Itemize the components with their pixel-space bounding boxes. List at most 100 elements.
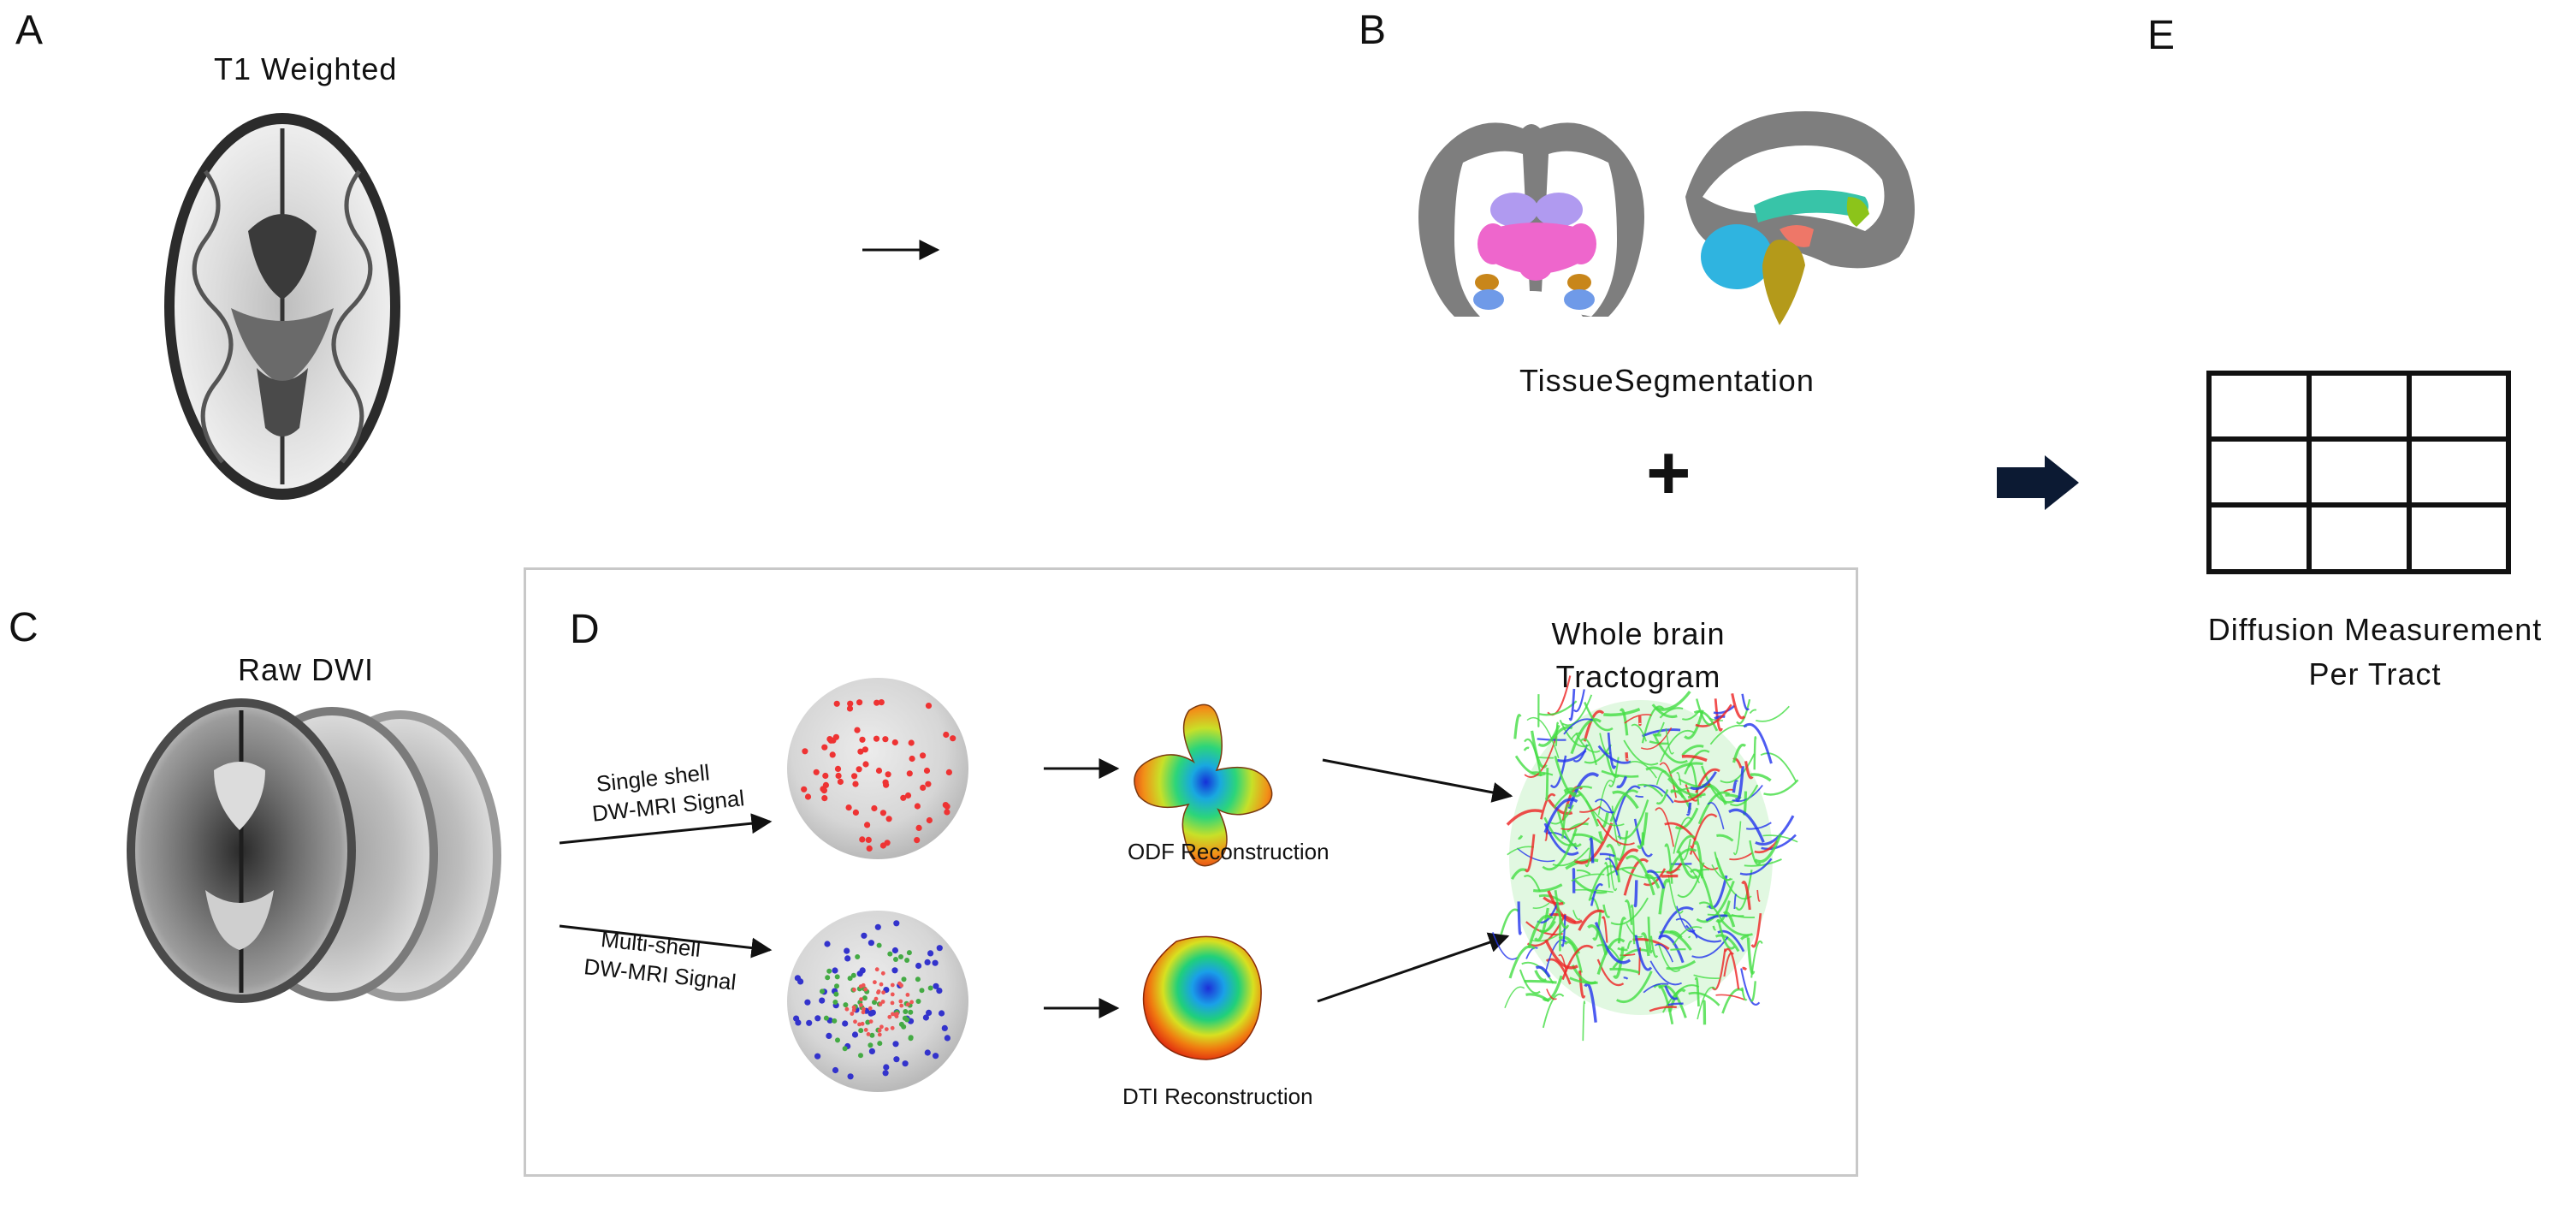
gradient-direction-dot — [832, 967, 838, 974]
gradient-direction-dot — [847, 1073, 854, 1080]
fiber-streamline — [1531, 771, 1554, 776]
fiber-streamline — [1606, 866, 1637, 877]
gradient-direction-dot — [873, 735, 880, 742]
fiber-streamline — [1524, 738, 1543, 777]
gradient-direction-dot — [794, 975, 802, 982]
fiber-streamline — [1690, 771, 1717, 791]
fiber-streamline — [1665, 727, 1674, 755]
fiber-streamline — [1534, 907, 1549, 941]
fiber-streamline — [1735, 870, 1753, 911]
gradient-direction-dot — [909, 755, 915, 763]
gradient-direction-dot — [820, 787, 828, 794]
gradient-direction-dot — [851, 1008, 856, 1012]
fiber-streamline — [1689, 813, 1718, 855]
gradient-direction-dot — [834, 974, 840, 980]
fiber-streamline — [1714, 698, 1723, 732]
gradient-direction-dot — [887, 1014, 892, 1019]
fiber-streamline — [1532, 902, 1550, 910]
panel-letter-b: B — [1359, 8, 1387, 53]
gradient-direction-dot — [842, 1020, 849, 1027]
gradient-direction-dot — [885, 771, 891, 778]
fiber-streamline — [1732, 821, 1742, 856]
gradient-direction-dot — [858, 1053, 863, 1059]
fiber-streamline — [1560, 914, 1566, 947]
gradient-direction-dot — [829, 751, 836, 758]
fiber-streamline — [1740, 968, 1761, 1006]
fiber-streamline — [1651, 703, 1678, 718]
tractogram-title-line-1: Whole brain — [1551, 616, 1726, 651]
fiber-streamline — [1687, 794, 1702, 799]
fiber-streamline — [1717, 918, 1736, 950]
gradient-direction-dot — [880, 971, 885, 976]
fiber-streamline — [1741, 987, 1748, 1001]
gradient-direction-dot — [899, 983, 903, 988]
gradient-direction-dot — [865, 836, 872, 844]
gradient-direction-dot — [881, 990, 885, 995]
fiber-streamline — [1556, 810, 1582, 847]
gradient-direction-dot — [898, 1021, 904, 1027]
gradient-direction-dot — [862, 1006, 866, 1012]
gradient-direction-dot — [832, 1066, 839, 1074]
gradient-direction-dot — [824, 941, 831, 947]
fiber-streamline — [1731, 692, 1746, 720]
fiber-streamline — [1492, 932, 1518, 960]
fiber-streamline — [1596, 959, 1625, 987]
fiber-streamline — [1572, 910, 1581, 921]
gradient-direction-dot — [851, 1031, 859, 1038]
fiber-streamline — [1567, 772, 1600, 810]
fiber-streamline — [1524, 834, 1536, 873]
fiber-streamline — [1573, 689, 1585, 713]
fiber-streamline — [1542, 828, 1578, 871]
t1-weighted-title: T1 Weighted — [214, 51, 398, 86]
fiber-streamline — [1731, 913, 1756, 919]
gradient-direction-dot — [877, 1028, 882, 1033]
gradient-direction-dot — [904, 958, 910, 963]
fiber-streamline — [1754, 834, 1782, 864]
fiber-streamline — [1649, 960, 1682, 986]
gradient-direction-dot — [882, 779, 889, 786]
fiber-streamline — [1514, 755, 1546, 776]
fiber-streamline — [1625, 855, 1655, 896]
fiber-streamline — [1701, 765, 1737, 804]
gradient-direction-dot — [834, 765, 842, 773]
gradient-direction-dot — [820, 988, 825, 994]
fiber-streamline — [1623, 858, 1649, 896]
panel-d-frame — [524, 567, 1858, 1177]
gradient-direction-dot — [908, 1035, 914, 1041]
fiber-streamline — [1658, 935, 1685, 964]
gradient-direction-dot — [890, 992, 895, 997]
fiber-streamline — [1741, 693, 1750, 711]
fiber-streamline — [1755, 815, 1795, 846]
gradient-direction-dot — [890, 1025, 895, 1030]
fiber-streamline — [1598, 831, 1605, 841]
fiber-streamline — [1555, 721, 1559, 746]
fiber-streamline — [1573, 879, 1608, 894]
raw-dwi-title: Raw DWI — [238, 652, 374, 687]
fiber-streamline — [1723, 952, 1734, 977]
gradient-direction-dot — [877, 1032, 882, 1037]
gradient-direction-dot — [905, 1002, 910, 1007]
gradient-direction-dot — [882, 1070, 889, 1077]
gradient-direction-dot — [875, 767, 883, 775]
fiber-streamline — [1721, 988, 1744, 1014]
gradient-direction-dot — [878, 699, 885, 706]
gradient-direction-dot — [884, 840, 891, 846]
fiber-streamline — [1582, 1000, 1586, 1042]
fiber-streamline — [1713, 704, 1736, 715]
fiber-streamline — [1500, 908, 1519, 935]
gradient-direction-dot — [893, 1056, 900, 1063]
fiber-streamline — [1761, 834, 1797, 851]
arrow-dti-to-tractogram — [1317, 932, 1510, 1003]
fiber-streamline — [1695, 703, 1732, 727]
fiber-streamline — [1611, 805, 1622, 846]
fiber-streamline — [1655, 807, 1675, 847]
gradient-direction-dot — [891, 967, 898, 974]
fiber-streamline — [1570, 718, 1602, 755]
gradient-direction-dot — [846, 705, 854, 712]
gradient-direction-dot — [944, 809, 950, 816]
fiber-streamline — [1615, 848, 1639, 871]
fiber-streamline — [1676, 772, 1682, 786]
gradient-direction-dot — [806, 1019, 813, 1026]
fiber-streamline — [1587, 924, 1608, 956]
fiber-streamline — [1607, 732, 1617, 769]
